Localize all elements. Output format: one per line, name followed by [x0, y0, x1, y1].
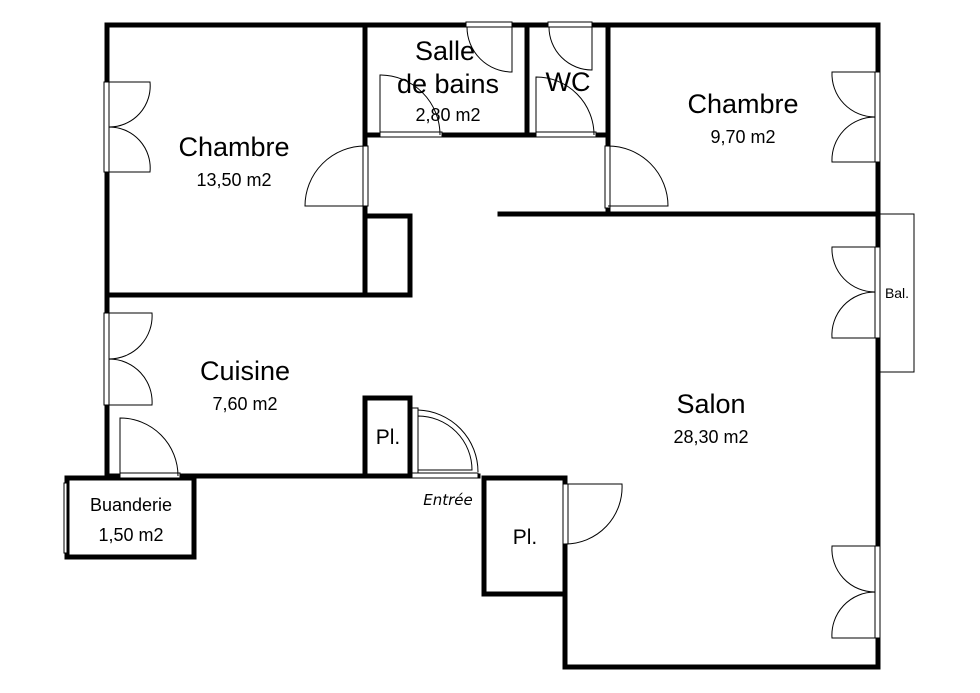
- door-placard-salon: [562, 483, 623, 545]
- room-name: Chambre: [687, 89, 798, 119]
- room-placard-salon: Pl.: [513, 526, 538, 549]
- room-cuisine: Cuisine 7,60 m2: [200, 356, 290, 414]
- room-area: 2,80 m2: [415, 105, 480, 125]
- room-name: Chambre: [178, 132, 289, 162]
- window-wc: [547, 21, 593, 71]
- room-name-line1: Salle: [415, 36, 475, 66]
- window-salle-de-bains: [465, 21, 513, 73]
- window-salon-lower: [831, 545, 881, 639]
- window-cuisine-left: [103, 312, 153, 406]
- room-area: 7,60 m2: [212, 394, 277, 414]
- door-chambre-right: [604, 145, 669, 209]
- room-name: Cuisine: [200, 356, 290, 386]
- room-salle-de-bains: Salle de bains 2,80 m2: [397, 36, 499, 125]
- room-wc: WC: [546, 67, 591, 97]
- room-name: Pl.: [376, 426, 401, 449]
- window-chambre-left: [103, 81, 151, 173]
- room-buanderie: Buanderie 1,50 m2: [90, 495, 172, 545]
- room-name-line2: de bains: [397, 69, 499, 99]
- room-chambre-right: Chambre 9,70 m2: [687, 89, 798, 147]
- room-name: WC: [546, 67, 591, 97]
- room-area: 9,70 m2: [710, 127, 775, 147]
- room-area: 13,50 m2: [196, 170, 271, 190]
- door-chambre-left: [304, 145, 369, 207]
- door-salle-de-bains: [379, 74, 443, 138]
- room-name: Bal.: [885, 285, 909, 301]
- room-name: Buanderie: [90, 495, 172, 515]
- room-name: Salon: [676, 389, 745, 419]
- buanderie-walls: [63, 475, 197, 560]
- room-balcon: Bal.: [885, 285, 909, 301]
- door-entree: [411, 407, 479, 479]
- window-salon-balcony: [831, 246, 881, 339]
- room-area: 28,30 m2: [673, 427, 748, 447]
- door-buanderie: [119, 417, 181, 479]
- entrance-label: Entrée: [423, 491, 473, 509]
- outer-walls: [104, 22, 881, 670]
- room-salon: Salon 28,30 m2: [673, 389, 748, 447]
- placard-entree: [362, 395, 413, 479]
- room-area: 1,50 m2: [98, 525, 163, 545]
- room-name: Pl.: [513, 526, 538, 549]
- room-chambre-left: Chambre 13,50 m2: [178, 132, 289, 190]
- door-wc: [535, 76, 597, 138]
- window-chambre-right: [831, 71, 881, 163]
- room-placard-entree: Pl.: [376, 426, 401, 449]
